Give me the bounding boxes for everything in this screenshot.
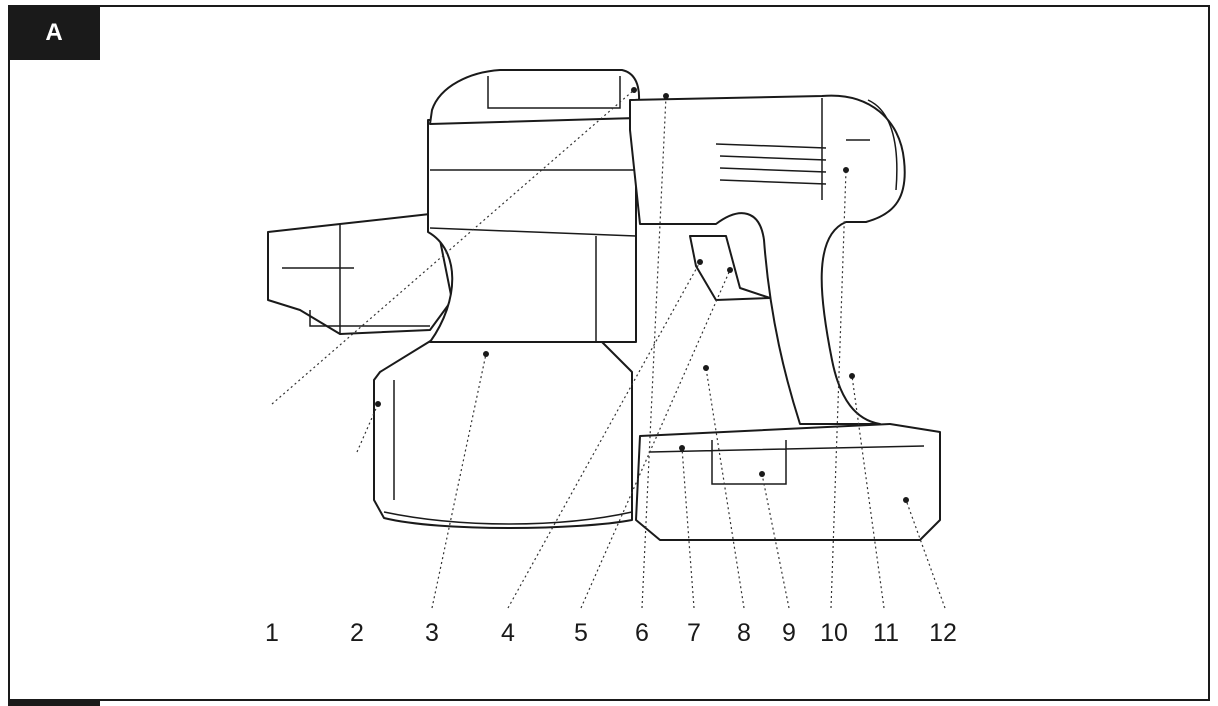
callout-4: 4 — [501, 619, 515, 647]
callout-numbers: 1 2 3 4 5 6 7 8 9 10 11 12 — [265, 619, 957, 647]
callout-11: 11 — [873, 619, 899, 647]
next-panel-tab — [8, 699, 100, 706]
callout-2: 2 — [350, 619, 364, 647]
callout-3: 3 — [425, 619, 439, 647]
callout-10: 10 — [820, 619, 848, 647]
callout-1: 1 — [265, 619, 279, 647]
callout-9: 9 — [782, 619, 796, 647]
callout-12: 12 — [929, 619, 957, 647]
leader-dots — [375, 87, 909, 503]
callout-8: 8 — [737, 619, 751, 647]
callout-6: 6 — [635, 619, 649, 647]
diagram-frame — [8, 5, 1210, 701]
leader-lines — [271, 89, 946, 609]
callout-7: 7 — [687, 619, 701, 647]
panel-label: A — [8, 5, 100, 60]
vacuum-illustration — [267, 69, 941, 541]
callout-5: 5 — [574, 619, 588, 647]
